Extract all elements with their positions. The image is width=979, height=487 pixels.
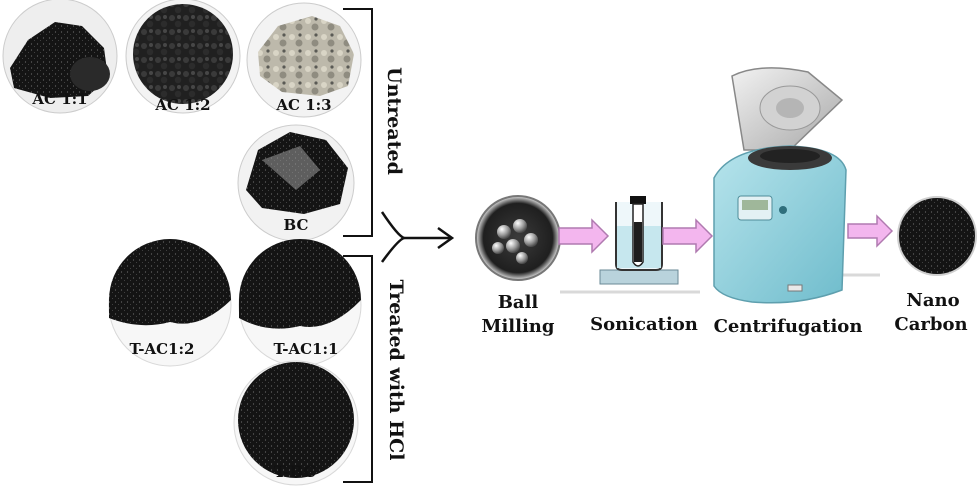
centrifuge-body (713, 145, 847, 304)
step-sonication: Sonication (560, 196, 700, 335)
sample-label: AC 1:2 (154, 96, 210, 114)
step-label: Nano (906, 290, 959, 311)
sample-label: T-AC1:2 (130, 340, 195, 358)
treated-biochar-image (238, 362, 354, 478)
treated-carbon-image (109, 239, 231, 326)
step-centrifugation: Centrifugation (713, 67, 880, 337)
sample-ac-1-3: AC 1:3 (246, 2, 362, 118)
ball-mill-jar-image (475, 195, 561, 281)
sample-label: AC 1:3 (275, 96, 331, 114)
step-label: Centrifugation (714, 316, 863, 337)
bracket-untreated (343, 8, 373, 237)
treated-label: Treated with HCl (385, 279, 407, 460)
step-nano-carbon: Nano Carbon (894, 196, 977, 335)
sample-label: T-AC1:1 (274, 340, 339, 358)
sample-label: BC (284, 216, 309, 234)
sample-ac-1-2: AC 1:2 (125, 0, 241, 114)
step-ball-milling: Ball Milling (475, 195, 561, 337)
nano-carbon-image (897, 196, 977, 276)
sonicator-base (599, 269, 679, 285)
sample-label: T-BC (274, 462, 316, 481)
flow-arrow (558, 218, 610, 254)
step-label: Ball (498, 292, 539, 313)
sample-t-ac1-1: T-AC1:1 (238, 239, 362, 367)
sample-t-bc: T-BC (233, 360, 359, 486)
step-label: Sonication (590, 314, 698, 335)
flow-arrow (662, 218, 714, 254)
sample-t-ac1-2: T-AC1:2 (108, 239, 232, 367)
sample-bc: BC (237, 124, 355, 242)
sample-ac-1-1: AC 1:1 (2, 0, 118, 114)
bracket-treated (343, 255, 373, 483)
sample-label: AC 1:1 (31, 90, 87, 108)
step-label: Carbon (894, 314, 967, 335)
flow-arrow (847, 214, 894, 248)
carbon-granules-image (133, 4, 233, 104)
treated-carbon-image (239, 239, 361, 329)
ash-image (258, 16, 354, 96)
merge-arrow (380, 211, 455, 263)
untreated-label: Untreated (383, 67, 405, 175)
step-label: Milling (482, 316, 555, 337)
